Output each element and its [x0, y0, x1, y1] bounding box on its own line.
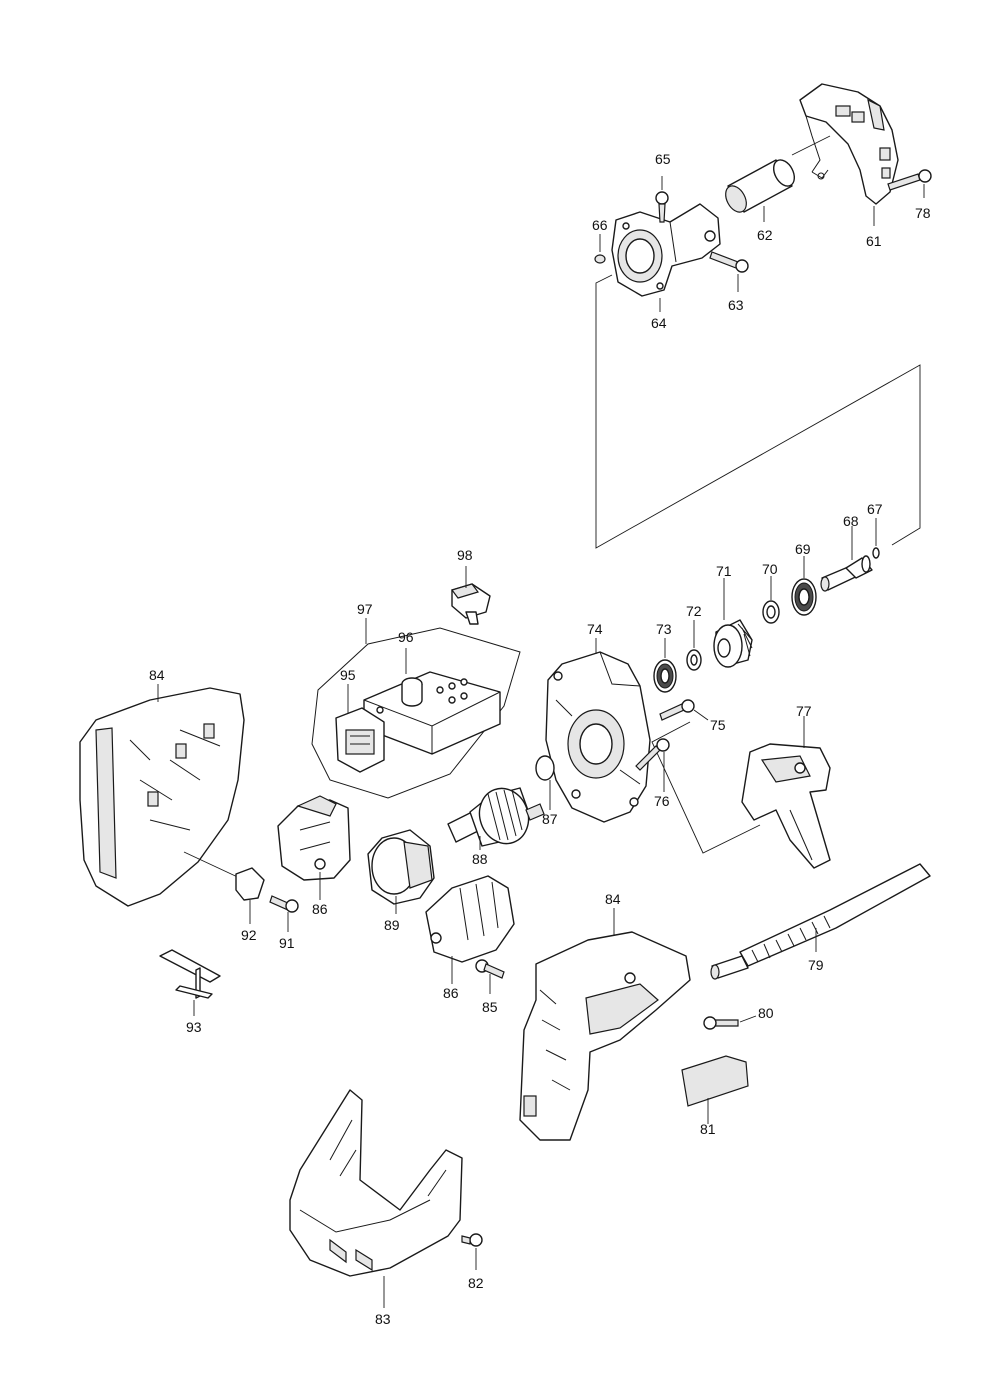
armature-88 [447, 787, 545, 847]
motor-holder-86-upper [277, 795, 351, 881]
label-70: 70 [762, 561, 778, 577]
screw-80 [703, 1016, 739, 1030]
washer-72 [686, 649, 702, 671]
motor-housing-74 [545, 651, 651, 823]
label-76: 76 [654, 793, 670, 809]
label-73: 73 [656, 621, 672, 637]
plug-98 [451, 583, 491, 625]
label-78: 78 [915, 205, 931, 221]
label-75: 75 [710, 717, 726, 733]
housing-right-84 [519, 931, 691, 1141]
switch-95 [335, 707, 385, 773]
part-number-labels: 61 62 63 64 65 66 67 68 69 70 71 72 73 7… [149, 151, 931, 1327]
lever-93 [159, 949, 221, 999]
label-67: 67 [867, 501, 883, 517]
label-95: 95 [340, 667, 356, 683]
label-91: 91 [279, 935, 295, 951]
label-84-left: 84 [149, 667, 165, 683]
label-92: 92 [241, 927, 257, 943]
label-74: 74 [587, 621, 603, 637]
label-77: 77 [796, 703, 812, 719]
handle-77 [741, 743, 831, 869]
label-72: 72 [686, 603, 702, 619]
label-97: 97 [357, 601, 373, 617]
label-83: 83 [375, 1311, 391, 1327]
gear-71 [713, 619, 753, 668]
bearing-73 [653, 659, 677, 693]
motor-holder-86-lower [425, 875, 515, 963]
dust-hose-79 [710, 863, 931, 980]
label-85: 85 [482, 999, 498, 1015]
housing-left-84 [79, 687, 245, 907]
screw-82 [461, 1233, 483, 1247]
sleeve-62 [725, 159, 796, 213]
label-87: 87 [542, 811, 558, 827]
spindle-68 [820, 555, 873, 592]
stator-89 [367, 829, 435, 905]
screw-63 [709, 251, 749, 273]
label-96: 96 [398, 629, 414, 645]
leader-75 [693, 709, 709, 721]
screw-75 [659, 699, 695, 721]
pin-66 [594, 254, 606, 264]
label-63: 63 [728, 297, 744, 313]
label-81: 81 [700, 1121, 716, 1137]
screw-78 [887, 169, 932, 191]
label-88: 88 [472, 851, 488, 867]
assembly-bracket-upper [595, 274, 921, 549]
plate-81 [681, 1055, 749, 1107]
label-65: 65 [655, 151, 671, 167]
label-82: 82 [468, 1275, 484, 1291]
label-86-upper: 86 [312, 901, 328, 917]
label-66: 66 [592, 217, 608, 233]
screw-85 [475, 959, 505, 979]
stand-83 [289, 1089, 463, 1277]
label-93: 93 [186, 1019, 202, 1035]
screw-76 [635, 738, 670, 771]
housing-cover-61 [799, 83, 899, 205]
label-86-lower: 86 [443, 985, 459, 1001]
assembly-bracket-handle [651, 721, 761, 854]
screw-91 [269, 895, 299, 913]
label-69: 69 [795, 541, 811, 557]
label-64: 64 [651, 315, 667, 331]
bearing-69 [791, 578, 817, 616]
leader-62-to-61 [791, 135, 831, 156]
leader-84a-to-92 [183, 851, 245, 881]
leader-80 [739, 1015, 757, 1023]
label-98: 98 [457, 547, 473, 563]
o-ring-67 [872, 547, 880, 559]
label-79: 79 [808, 957, 824, 973]
bracket-92 [235, 867, 265, 901]
label-80: 80 [758, 1005, 774, 1021]
gear-housing-64 [611, 203, 721, 297]
label-71: 71 [716, 563, 732, 579]
label-89: 89 [384, 917, 400, 933]
screw-65 [655, 191, 669, 223]
label-62: 62 [757, 227, 773, 243]
label-84-right: 84 [605, 891, 621, 907]
label-68: 68 [843, 513, 859, 529]
label-61: 61 [866, 233, 882, 249]
washer-87 [535, 755, 555, 781]
washer-70 [762, 600, 780, 624]
controller-group-97 [311, 627, 521, 799]
